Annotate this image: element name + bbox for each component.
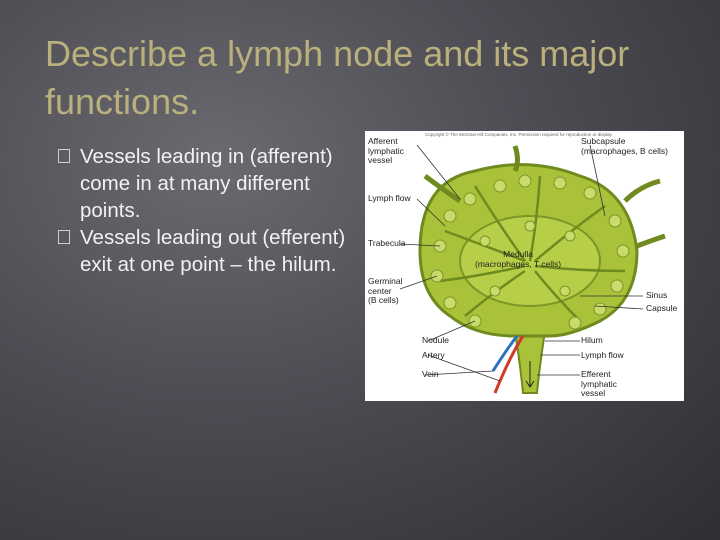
bullet-item: Vessels leading in (afferent) come in at… bbox=[58, 143, 358, 224]
bullet-text: Vessels leading out (efferent) exit at o… bbox=[80, 226, 346, 276]
label-vein: Vein bbox=[422, 369, 439, 379]
label-afferent: Afferent lymphatic vessel bbox=[368, 136, 404, 165]
label-nodule: Nodule bbox=[422, 335, 449, 345]
label-subcapsule: Subcapsule (macrophages, B cells) bbox=[581, 136, 668, 156]
label-lymph-flow-in: Lymph flow bbox=[368, 193, 411, 203]
label-artery: Artery bbox=[422, 350, 445, 360]
flow-arrows bbox=[525, 361, 535, 388]
label-hilum: Hilum bbox=[581, 335, 603, 345]
vein-line bbox=[491, 335, 519, 372]
figure-copyright: Copyright © The McGraw-Hill Companies, I… bbox=[425, 132, 613, 137]
bullet-text: Vessels leading in (afferent) come in at… bbox=[80, 145, 333, 222]
afferent-vessels bbox=[423, 145, 666, 249]
label-sinus: Sinus bbox=[646, 290, 668, 300]
label-lymph-flow-out: Lymph flow bbox=[581, 350, 624, 360]
trabeculae-lines bbox=[439, 175, 626, 322]
bullet-list: Vessels leading in (afferent) come in at… bbox=[58, 143, 358, 278]
label-capsule: Capsule bbox=[646, 303, 678, 313]
bullet-item: Vessels leading out (efferent) exit at o… bbox=[58, 224, 358, 278]
label-efferent: Efferent lymphatic vessel bbox=[581, 369, 617, 398]
label-germinal-center: Germinal center (B cells) bbox=[368, 276, 403, 305]
label-medulla: Medulla (macrophages, T cells) bbox=[475, 249, 562, 269]
artery-line bbox=[493, 335, 525, 394]
bullet-box-icon bbox=[58, 149, 70, 163]
lymph-node-illustration bbox=[399, 144, 666, 394]
label-trabecula: Trabecula bbox=[368, 238, 406, 248]
lymph-node-diagram: Copyright © The McGraw-Hill Companies, I… bbox=[365, 131, 684, 401]
bullet-box-icon bbox=[58, 230, 70, 244]
slide-title: Describe a lymph node and its major func… bbox=[45, 33, 630, 122]
leader-lines bbox=[399, 144, 644, 382]
